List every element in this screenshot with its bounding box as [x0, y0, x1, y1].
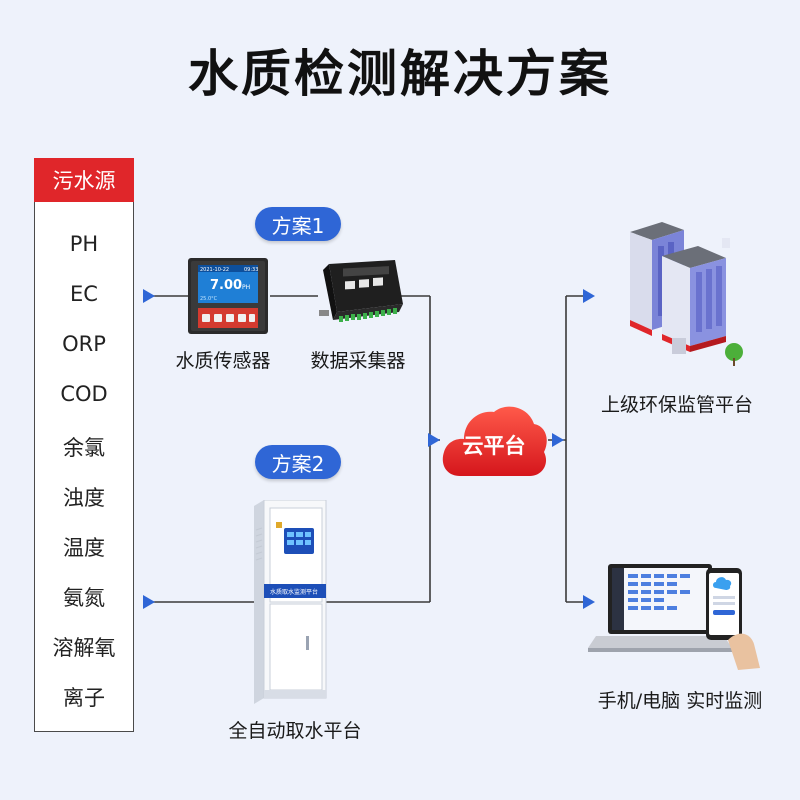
scheme2-badge: 方案2 [255, 445, 341, 479]
arrow-right-icon [143, 595, 155, 609]
source-header: 污水源 [34, 158, 134, 202]
sampling-cabinet-image: 水质取水监测平台 [254, 500, 327, 704]
cloud-icon [442, 406, 547, 476]
cabinet-label: 全自动取水平台 [228, 720, 362, 742]
cloud-label: 云平台 [462, 434, 526, 458]
sensor-temp: 25.0°C [200, 296, 218, 302]
arrow-right-icon [552, 433, 564, 447]
data-collector-image [319, 260, 403, 322]
device-monitor-label: 手机/电脑 实时监测 [597, 690, 763, 712]
sensor-value: 7.00 [210, 278, 242, 293]
gov-platform-label: 上级环保监管平台 [600, 394, 753, 416]
scheme1-badge: 方案1 [255, 207, 341, 241]
arrow-right-icon [583, 595, 595, 609]
laptop-phone-icon [588, 564, 760, 670]
source-item: ORP [62, 332, 106, 356]
cabinet-sign: 水质取水监测平台 [270, 588, 318, 596]
arrow-right-icon [143, 289, 155, 303]
sensor-unit: PH [242, 284, 250, 291]
source-item: 溶解氧 [52, 636, 116, 660]
source-item: COD [60, 382, 108, 406]
source-item: 余氯 [63, 436, 105, 460]
source-item: 氨氮 [63, 586, 105, 610]
source-item: 离子 [63, 686, 105, 710]
water-quality-sensor-image: 2021-10-22 09:33 7.00 PH 25.0°C [188, 258, 268, 334]
sensor-date: 2021-10-22 [200, 267, 229, 273]
source-item: PH [69, 232, 99, 256]
source-item: 温度 [63, 536, 105, 560]
sensor-time: 09:33 [244, 267, 258, 273]
source-item: EC [70, 282, 98, 306]
source-item: 浊度 [63, 486, 105, 510]
sensor-label: 水质传感器 [175, 350, 271, 372]
arrow-right-icon [583, 289, 595, 303]
source-panel [34, 158, 134, 732]
arrow-right-icon [428, 433, 440, 447]
collector-label: 数据采集器 [310, 350, 406, 372]
building-icon [630, 222, 743, 366]
page-title: 水质检测解决方案 [188, 45, 612, 103]
